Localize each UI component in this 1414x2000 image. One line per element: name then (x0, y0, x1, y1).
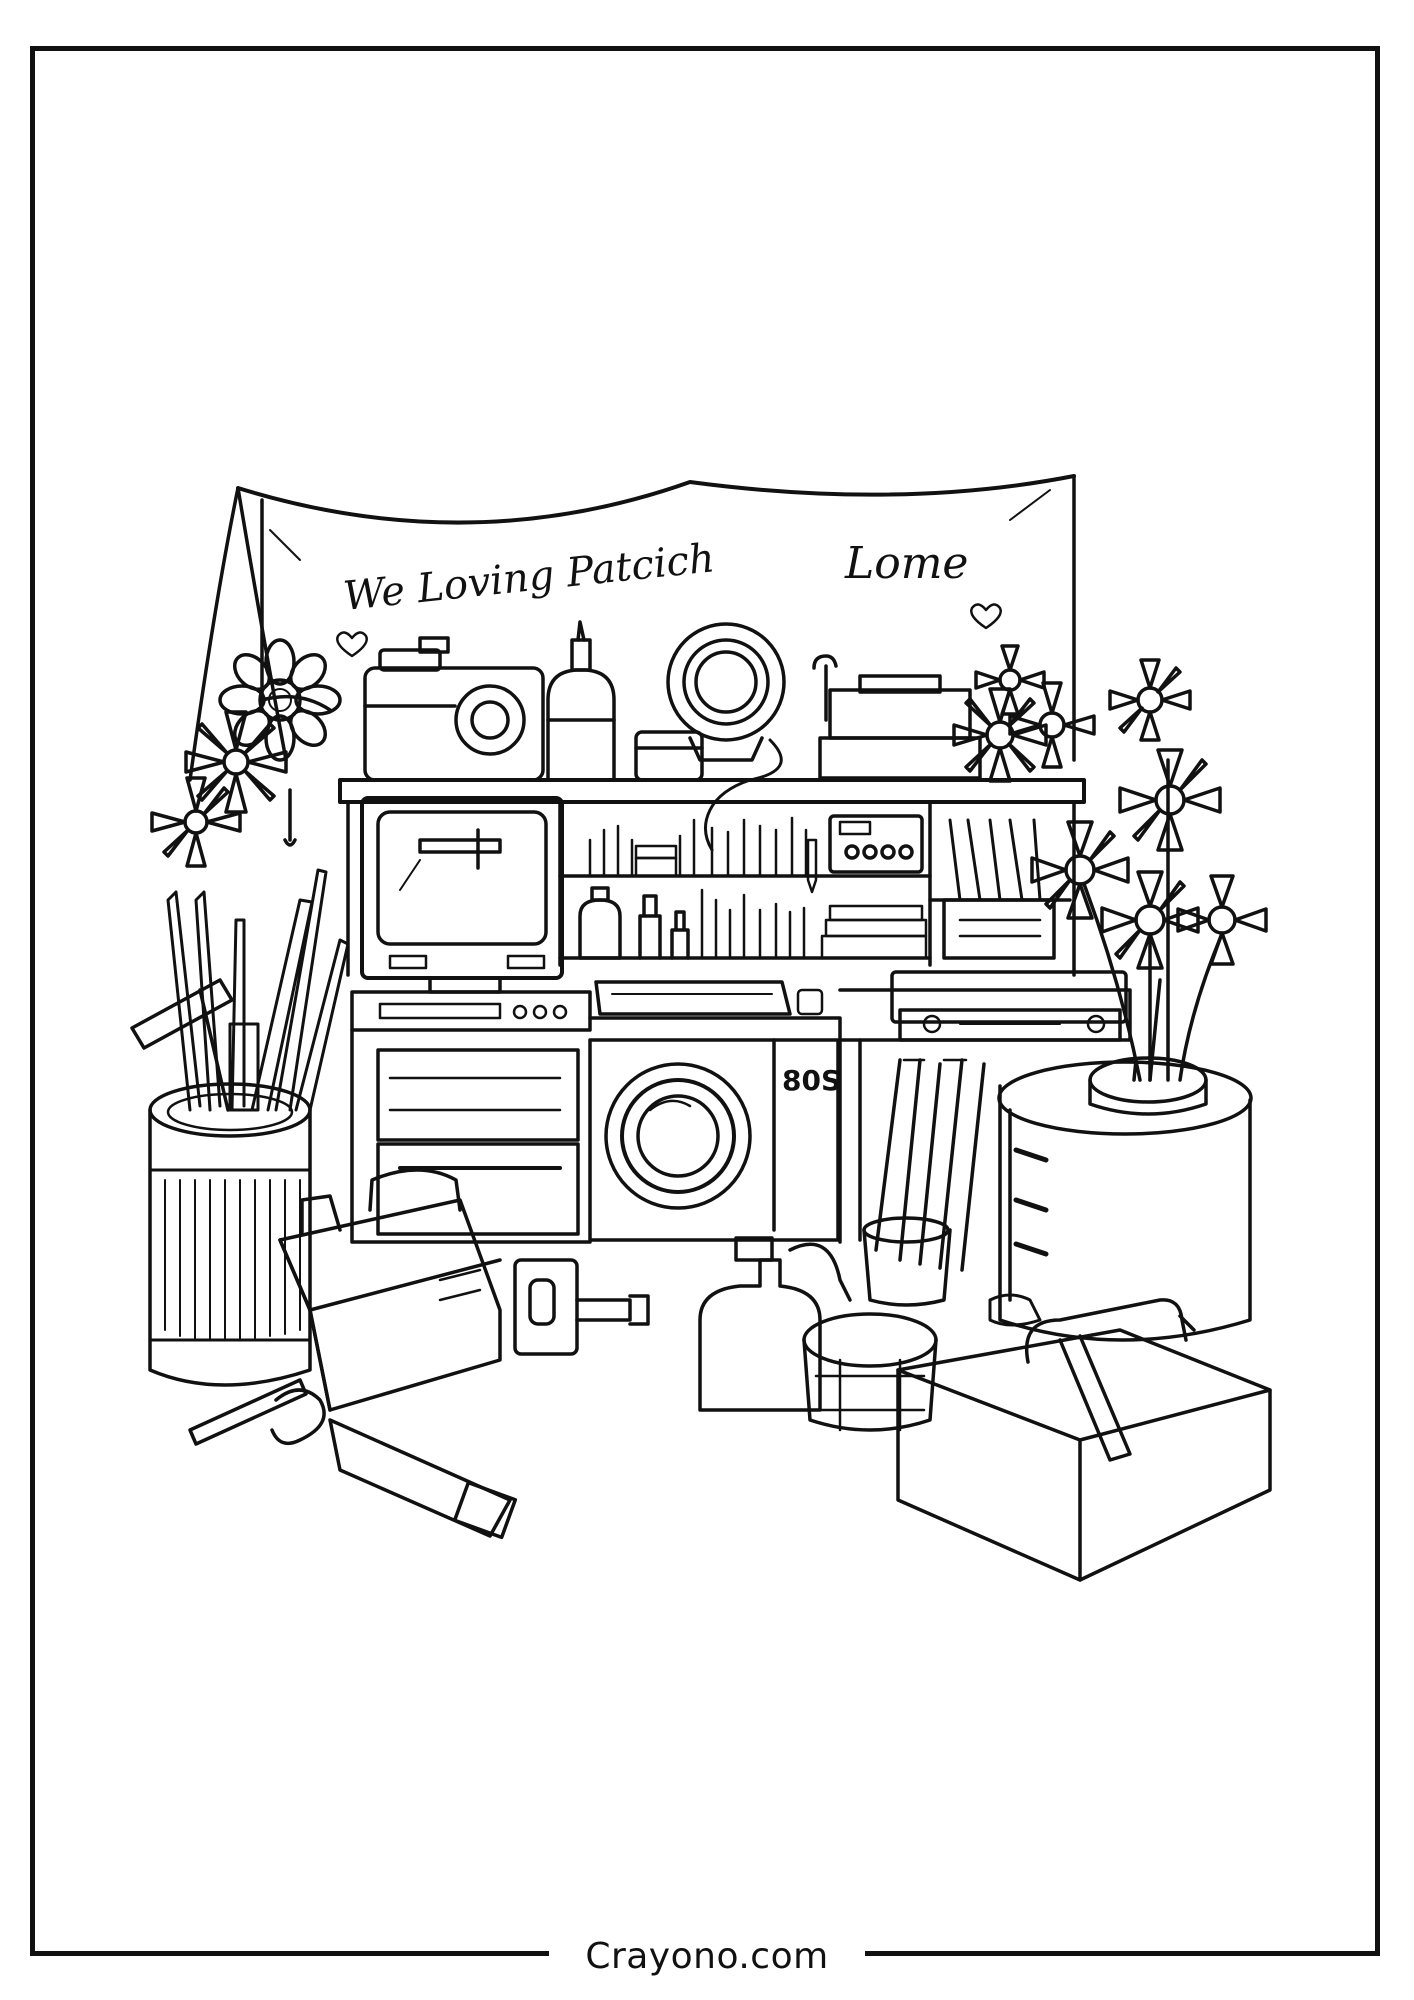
side-cabinet (838, 970, 1132, 1242)
bottle (546, 620, 616, 782)
heart-icon (336, 631, 368, 658)
toolbox-top (812, 654, 982, 780)
footer: Crayono.com (0, 1928, 1414, 1984)
appliance-label: 80S (782, 1064, 841, 1097)
lunchbox (896, 1293, 1272, 1582)
flowers-right (1030, 658, 1268, 1082)
footer-mask: Crayono.com (549, 1928, 865, 1984)
binders (874, 1058, 986, 1272)
pencil-pot (130, 868, 350, 1387)
banner-right-text: Lome (844, 538, 968, 589)
shelf-unit (338, 778, 1086, 977)
banner-left-text: We Loving Patcich (341, 535, 717, 620)
washing-machine: 80S (588, 1038, 841, 1242)
drawer-canister (997, 758, 1253, 1342)
camera (363, 636, 545, 782)
console-desk (350, 980, 842, 1244)
hanging-banner: We Loving Patcich Lome (188, 474, 1076, 782)
round-clock (666, 622, 786, 852)
hanging-flowers-left (150, 638, 342, 868)
floor-tools (188, 1258, 650, 1540)
heart-icon (970, 603, 1002, 630)
toolbox-left (278, 1168, 502, 1412)
floor-containers (698, 1216, 952, 1432)
retro-tv (360, 796, 564, 994)
site-credit: Crayono.com (585, 1935, 829, 1977)
